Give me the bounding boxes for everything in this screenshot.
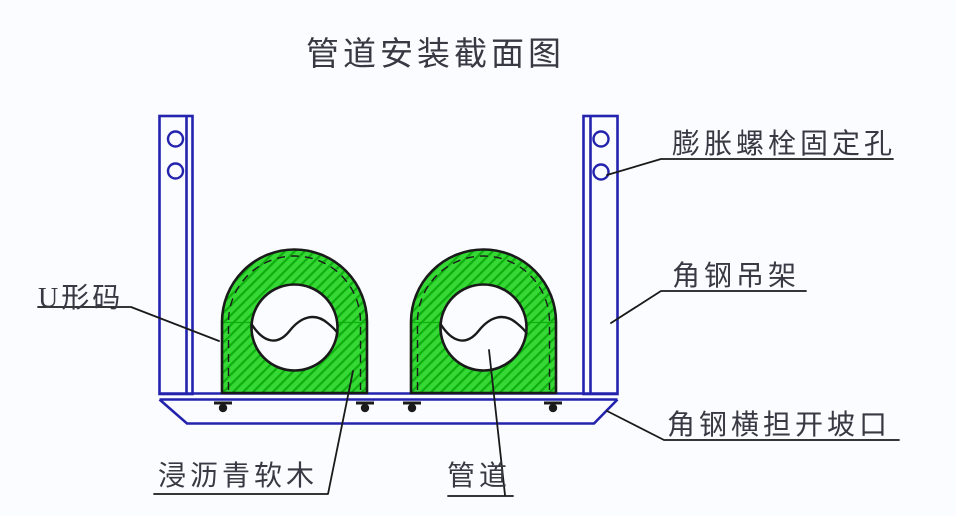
pipe-section-left bbox=[250, 283, 339, 372]
bolt-hole-icon bbox=[592, 163, 610, 181]
right-hanger-bracket bbox=[582, 114, 619, 396]
leader-crossarm-bevel bbox=[606, 410, 900, 441]
leader-lines bbox=[37, 158, 900, 497]
bolt-icon bbox=[356, 401, 374, 413]
bolt-icon bbox=[214, 401, 232, 413]
pipe-clamp-left bbox=[220, 248, 369, 395]
bolt-icon bbox=[544, 401, 562, 413]
label-u-clamp: U形码 bbox=[38, 283, 124, 314]
bolt-icon bbox=[403, 401, 421, 413]
left-hanger-bracket bbox=[158, 114, 194, 396]
label-pipe: 管道 bbox=[447, 461, 512, 492]
leader-asphalt-cork bbox=[153, 370, 354, 495]
label-crossarm-bevel: 角钢横担开坡口 bbox=[667, 410, 892, 441]
diagram-title: 管道安装截面图 bbox=[306, 37, 565, 73]
pipe-section-right bbox=[439, 283, 528, 372]
pipe-clamp-right bbox=[409, 248, 558, 395]
bolt-hole-icon bbox=[592, 130, 610, 148]
label-angle-steel-hanger: 角钢吊架 bbox=[672, 261, 801, 292]
bolt-hole-icon bbox=[166, 162, 185, 180]
pipe-break-line bbox=[250, 315, 339, 342]
leader-expansion-bolt-hole bbox=[606, 158, 894, 176]
pipe-break-line bbox=[439, 315, 528, 342]
label-asphalt-cork: 浸沥青软木 bbox=[158, 461, 319, 492]
leader-angle-steel-hanger bbox=[610, 290, 807, 324]
bolt-hole-icon bbox=[166, 130, 185, 148]
label-expansion-bolt-hole: 膨胀螺栓固定孔 bbox=[672, 129, 897, 160]
crossarm bbox=[158, 392, 619, 425]
leader-u-clamp bbox=[37, 306, 220, 342]
leader-pipe bbox=[488, 349, 506, 496]
